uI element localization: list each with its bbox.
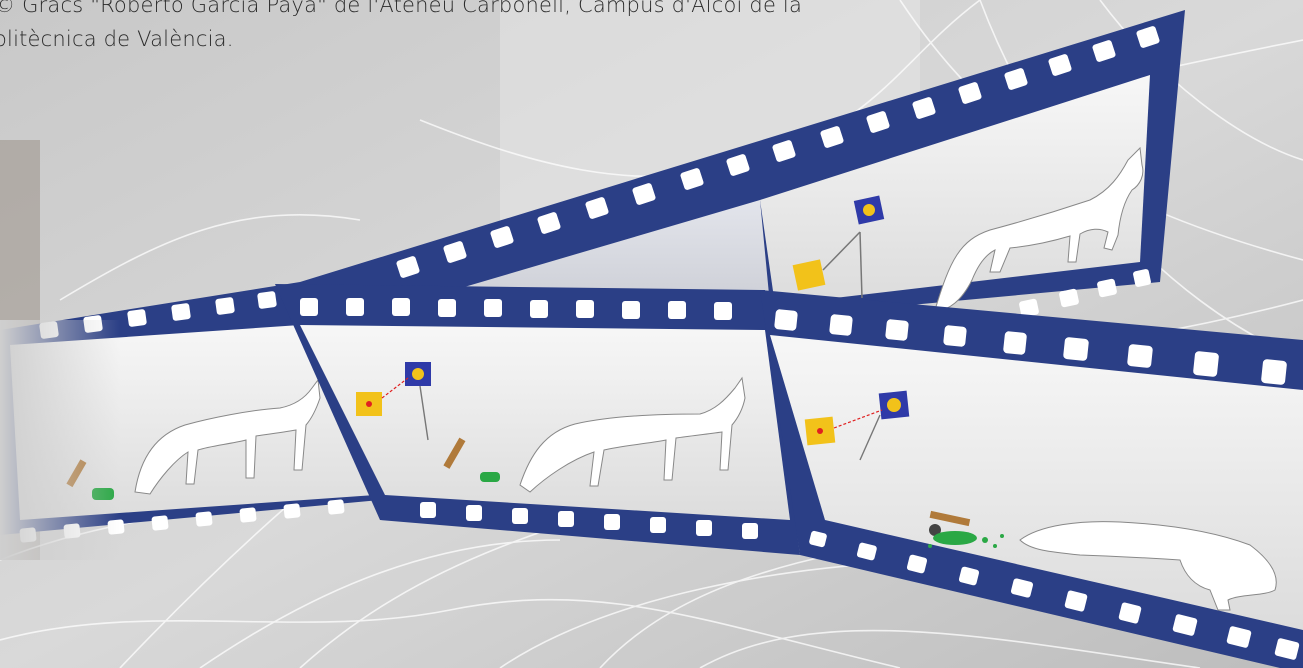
poison-flask-icon [480,472,500,482]
caption-line-1: © Gràcs "Roberto García Payá" de l'Atene… [0,0,954,22]
caption-line-2: olitècnica de València. [0,22,954,56]
caption: © Gràcs "Roberto García Payá" de l'Atene… [0,0,954,56]
